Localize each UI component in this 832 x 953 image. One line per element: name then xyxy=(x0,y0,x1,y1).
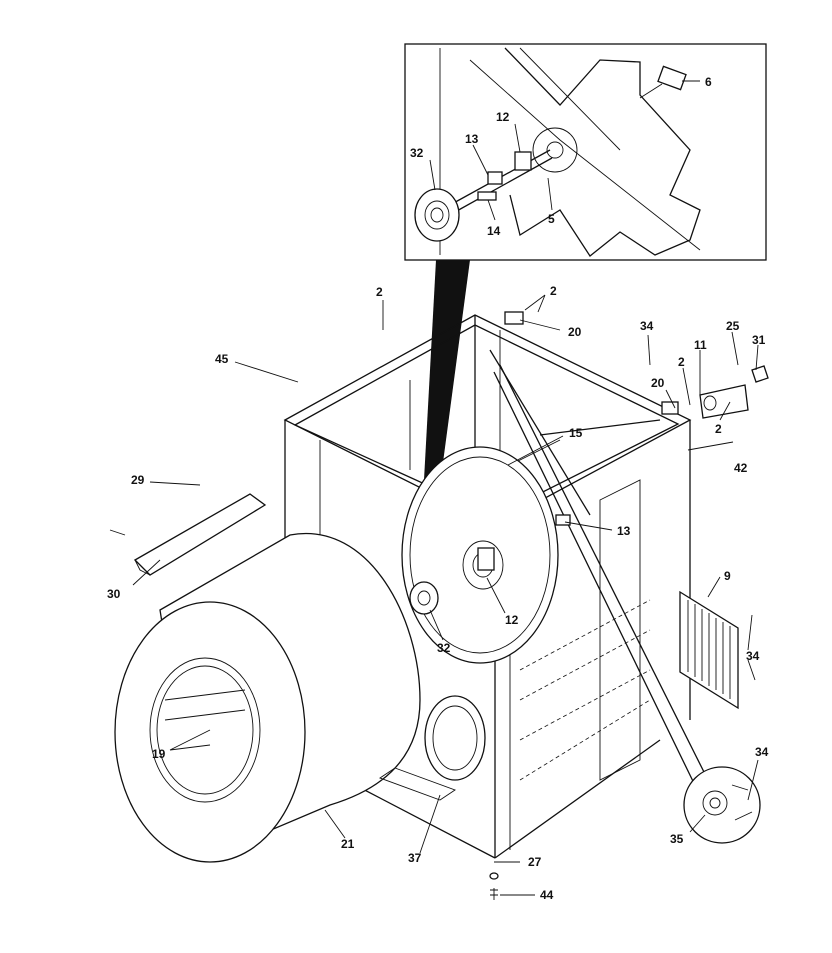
thermostat-bracket xyxy=(699,365,769,419)
callout-12: 12 xyxy=(505,613,519,627)
callout-44: 44 xyxy=(540,888,554,902)
drum xyxy=(114,532,421,863)
callout-21: 21 xyxy=(341,837,355,851)
callout-34-right: 34 xyxy=(746,649,760,663)
callout-42: 42 xyxy=(734,461,748,475)
callout-20-top: 20 xyxy=(568,325,582,339)
callout-14: 14 xyxy=(487,224,501,238)
callout-15: 15 xyxy=(569,426,583,440)
callout-27: 27 xyxy=(528,855,542,869)
callout-34-motor: 34 xyxy=(755,745,769,759)
callout-32: 32 xyxy=(437,641,451,655)
callout-6: 6 xyxy=(705,75,712,89)
idler-pulley xyxy=(409,581,439,615)
callout-5: 5 xyxy=(548,212,555,226)
callout-19: 19 xyxy=(152,747,166,761)
callout-25: 25 xyxy=(726,319,740,333)
callout-2-mid: 2 xyxy=(678,355,685,369)
callout-35: 35 xyxy=(670,832,684,846)
callout-2-lower: 2 xyxy=(715,422,722,436)
callout-20-right: 20 xyxy=(651,376,665,390)
lint-duct xyxy=(379,695,486,801)
leader-lines xyxy=(109,80,759,896)
callout-30: 30 xyxy=(107,587,121,601)
callout-29: 29 xyxy=(131,473,145,487)
callout-45: 45 xyxy=(215,352,229,366)
drive-belt xyxy=(499,364,719,801)
front-rail xyxy=(133,493,267,576)
callout-11: 11 xyxy=(694,338,707,352)
callout-31: 31 xyxy=(752,333,766,347)
callout-2-right-top: 2 xyxy=(550,284,557,298)
callout-13: 13 xyxy=(617,524,631,538)
callout-32-inset: 32 xyxy=(410,146,424,160)
callout-12-inset: 12 xyxy=(496,110,510,124)
callout-9: 9 xyxy=(724,569,731,583)
callout-34-top: 34 xyxy=(640,319,654,333)
callout-labels: 6 12 13 32 14 5 2 2 20 45 34 2 11 25 31 … xyxy=(107,75,769,902)
detail-inset xyxy=(404,43,767,261)
callout-13-inset: 13 xyxy=(465,132,479,146)
rear-grille xyxy=(679,590,739,710)
callout-2-top: 2 xyxy=(376,285,383,299)
callout-37: 37 xyxy=(408,851,422,865)
motor-end xyxy=(683,766,761,844)
